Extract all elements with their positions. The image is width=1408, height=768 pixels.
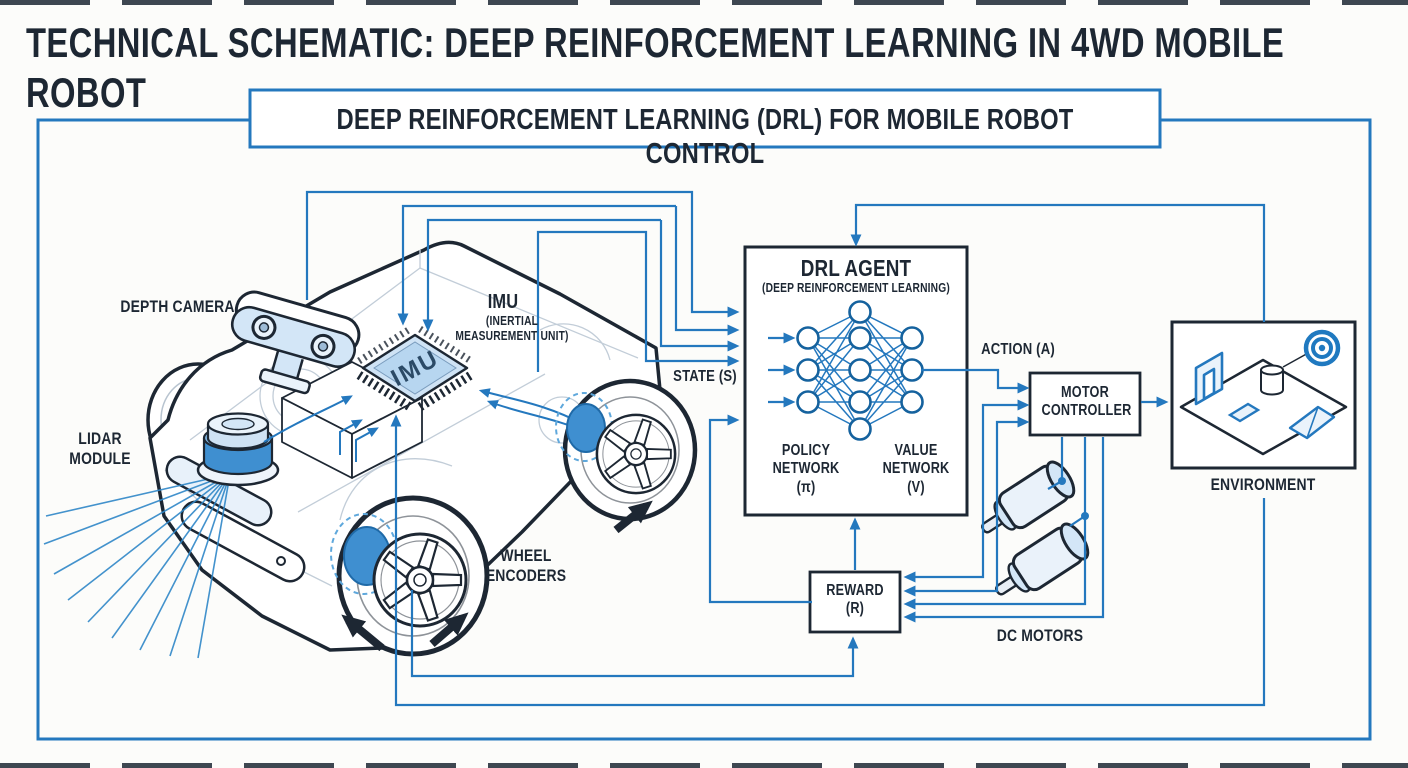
- depth-camera-label: DEPTH CAMERA: [120, 297, 235, 316]
- drl-agent-title: DRL AGENT: [800, 255, 912, 281]
- obstacle-cylinder: [1260, 364, 1284, 396]
- action-label: ACTION (A): [981, 341, 1055, 358]
- motor-controller-box: [1028, 371, 1142, 437]
- wheel-encoders-label: WHEEL ENCODERS: [485, 546, 567, 586]
- imu-sublabel: (INERTIAL MEASUREMENT UNIT): [455, 314, 569, 343]
- environment-scene: [1179, 329, 1348, 456]
- depth-camera-device: [230, 290, 361, 395]
- bottom-edge-bar: [0, 763, 1408, 768]
- top-edge-bar: [0, 0, 1408, 5]
- motor-controller-label: MOTOR CONTROLLER: [1041, 384, 1132, 420]
- obstacle-panel: [1227, 402, 1261, 423]
- policy-network-label: POLICY NETWORK (π): [772, 442, 840, 496]
- value-network-label: VALUE NETWORK (V): [882, 442, 950, 496]
- line-reward-to-agent-side: [708, 414, 812, 604]
- line-environment-loop: [394, 498, 1266, 707]
- imu-label: IMU: [487, 291, 519, 313]
- lidar-label: LIDAR MODULE: [69, 429, 131, 469]
- dc-motors-label: DC MOTORS: [996, 626, 1084, 645]
- line-to-imu-b: [422, 218, 661, 332]
- banner-title: DEEP REINFORCEMENT LEARNING (DRL) FOR MO…: [336, 104, 1074, 171]
- line-camera-to-agent: [305, 190, 740, 318]
- page-title: TECHNICAL SCHEMATIC: DEEP REINFORCEMENT …: [26, 19, 1285, 116]
- reward-label: REWARD (R): [826, 582, 884, 618]
- line-action: [921, 368, 1030, 394]
- target-icon: [1303, 329, 1341, 367]
- obstacle-arch: [1194, 351, 1224, 406]
- dc-motor-2: [994, 522, 1090, 596]
- neural-network: [768, 300, 924, 441]
- line-to-imu-a: [397, 204, 676, 326]
- lidar-device: [196, 412, 280, 487]
- state-label: STATE (S): [673, 368, 737, 385]
- motion-arrows: [341, 500, 653, 652]
- line-imu-to-agent-b: [659, 220, 740, 352]
- banner-box: [248, 88, 1162, 149]
- drl-agent-subtitle: (DEEP REINFORCEMENT LEARNING): [762, 281, 950, 295]
- line-encoder-to-reward: [410, 590, 859, 678]
- imu-chip: IMU: [356, 326, 474, 411]
- line-imu-to-agent-a: [674, 206, 740, 336]
- outer-frame: [36, 118, 1372, 741]
- line-chassis-to-agent: [536, 230, 740, 372]
- connection-lines: [305, 190, 1266, 707]
- line-environment-to-agent: [850, 203, 1266, 322]
- environment-label: ENVIRONMENT: [1210, 475, 1316, 494]
- front-right-wheel: [555, 378, 698, 522]
- bumper-slots: [165, 455, 306, 583]
